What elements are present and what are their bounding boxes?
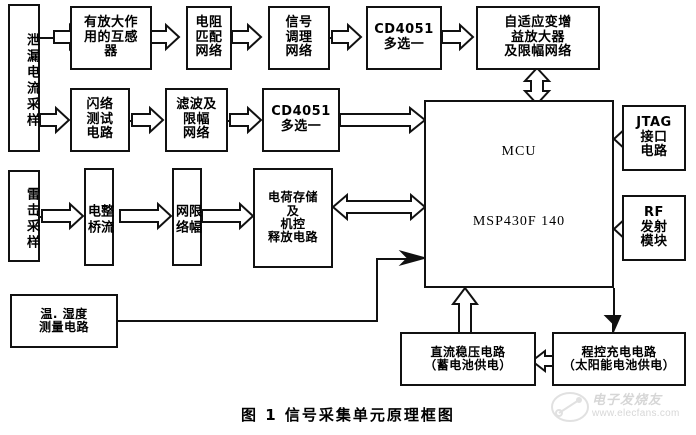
arrow-transformer-to-resistor	[149, 22, 181, 52]
arrow-limiter-to-chargestorage	[201, 201, 255, 231]
arrow-adaptiveamp-to-mcu	[522, 66, 552, 106]
wire-temphumidity-into-mcu	[376, 258, 410, 260]
arrow-filter-to-muxmid	[229, 105, 263, 135]
arrow-flashover-to-filter	[131, 105, 165, 135]
block-leakage-current-sampling[interactable]: 泄漏电流采样	[8, 4, 40, 152]
arrow-temphumidity-to-mcu	[398, 250, 428, 266]
block-cd4051-mux-top[interactable]: CD4051 多选一	[366, 6, 442, 70]
arrow-muxtop-to-adaptiveamp	[441, 22, 475, 52]
arrow-muxmid-to-mcu	[339, 105, 427, 135]
block-mcu[interactable]: MCU MSP430F 140	[424, 100, 614, 288]
block-resistor-matching-network[interactable]: 电阻 匹配 网络	[186, 6, 232, 70]
arrow-conditioning-to-muxtop	[331, 22, 363, 52]
arrow-leakage-to-flashover	[39, 105, 71, 135]
wire-mcu-to-chargecontroller	[613, 288, 615, 324]
block-cd4051-mux-mid[interactable]: CD4051 多选一	[262, 88, 340, 152]
block-dc-voltage-regulator[interactable]: 直流稳压电路 （蓄电池供电）	[400, 332, 536, 386]
block-flashover-test-circuit[interactable]: 闪络 测试 电路	[70, 88, 130, 152]
mcu-labels: MCU MSP430F 140	[426, 102, 612, 286]
mcu-part-number: MSP430F 140	[472, 214, 566, 229]
wire-temphumidity-horizontal	[118, 320, 378, 322]
block-programmable-charging-circuit[interactable]: 程控充电电路 （太阳能电池供电）	[552, 332, 686, 386]
block-adaptive-gain-amplifier[interactable]: 自适应变增 益放大器 及限幅网络	[476, 6, 600, 70]
block-rectifier-bridge[interactable]: 整流 电桥	[84, 168, 114, 266]
block-amplifying-transformer[interactable]: 有放大作 用的互感 器	[70, 6, 152, 70]
figure-caption: 图 1 信号采集单元原理框图	[241, 406, 455, 424]
arrow-dcregulator-to-mcu	[451, 286, 479, 335]
wire-temphumidity-riser	[376, 258, 378, 322]
block-temperature-humidity-measurement[interactable]: 温. 湿度 测量电路	[10, 294, 118, 348]
block-charge-storage-release-circuit[interactable]: 电荷存储 及 机控 释放电路	[253, 168, 333, 268]
block-filter-and-limiter-network[interactable]: 滤波及 限幅 网络	[165, 88, 228, 152]
block-lightning-strike-sampling[interactable]: 雷击采样	[8, 170, 40, 262]
arrow-lightning-to-rectifier	[41, 201, 85, 231]
arrow-resistor-to-conditioning	[231, 22, 263, 52]
arrow-chargestorage-to-mcu	[331, 192, 427, 222]
mcu-title: MCU	[501, 144, 537, 159]
block-limiter-network[interactable]: 限幅 网络	[172, 168, 202, 266]
block-jtag-interface-circuit[interactable]: JTAG 接口 电路	[622, 105, 686, 171]
wire-leakage-to-transformer	[40, 37, 62, 39]
block-rf-transmit-module[interactable]: RF 发射 模块	[622, 195, 686, 261]
arrow-rectifier-to-limiter	[119, 201, 173, 231]
block-signal-conditioning-network[interactable]: 信号 调理 网络	[268, 6, 330, 70]
